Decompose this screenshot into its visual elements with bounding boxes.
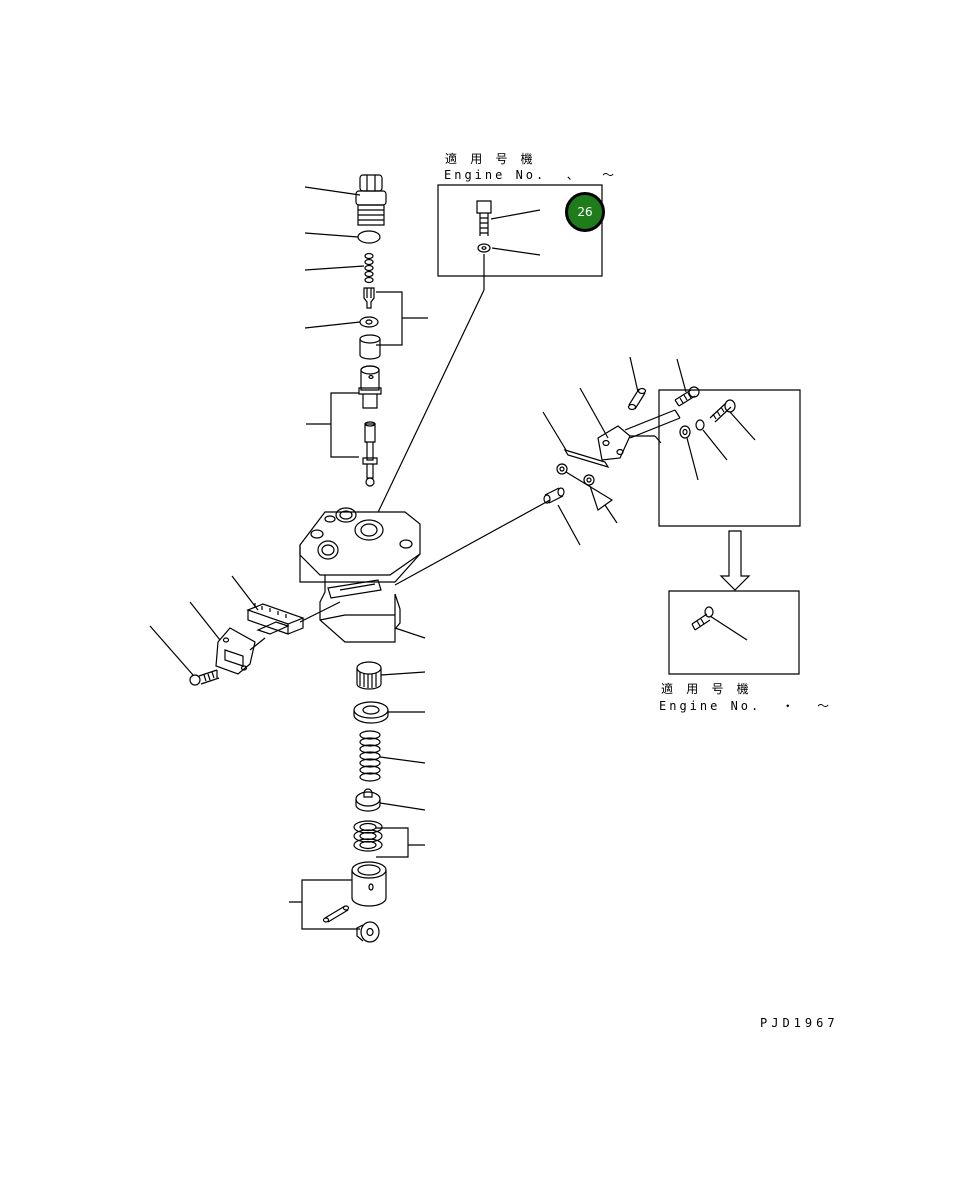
tappet-roller bbox=[357, 922, 379, 942]
down-arrow-icon bbox=[721, 531, 749, 590]
valve-washer bbox=[360, 317, 378, 327]
leader-line bbox=[677, 359, 686, 392]
callout-badge: 26 bbox=[565, 192, 605, 232]
small-nut bbox=[557, 464, 567, 474]
lower-spring-seat bbox=[356, 789, 380, 811]
leader-line bbox=[372, 290, 484, 525]
pump-housing bbox=[300, 508, 420, 642]
group-bracket bbox=[566, 472, 617, 523]
delivery-valve bbox=[364, 288, 374, 308]
leader-line bbox=[395, 500, 550, 585]
leader-line bbox=[305, 187, 360, 195]
group-bracket bbox=[376, 828, 425, 857]
control-rack bbox=[248, 603, 303, 634]
tappet-pin bbox=[324, 906, 349, 922]
plunger-barrel bbox=[359, 366, 381, 408]
leader-line bbox=[305, 266, 364, 270]
leader-line bbox=[687, 438, 698, 480]
leader-line bbox=[703, 430, 727, 460]
leader-line bbox=[250, 638, 265, 650]
leader-line bbox=[491, 210, 540, 219]
top-inset bbox=[438, 185, 602, 276]
leader-line bbox=[305, 322, 360, 328]
bottom-inset-label-line1: 適 用 号 機 bbox=[661, 682, 752, 696]
tappet bbox=[352, 862, 386, 906]
guide-pin bbox=[544, 488, 564, 503]
leader-line bbox=[380, 803, 425, 810]
right-assembly bbox=[543, 357, 800, 674]
top-inset-label-line2: Engine No. 、 ～ bbox=[444, 168, 618, 182]
lever-bolt bbox=[675, 387, 699, 406]
upper-spring-seat bbox=[354, 702, 388, 723]
bottom-inset-frame bbox=[669, 591, 799, 674]
valve-seat bbox=[360, 335, 380, 359]
seal-strip bbox=[565, 450, 608, 467]
leader-line bbox=[190, 602, 220, 640]
bottom-inset-label-line2: Engine No. ・ ～ bbox=[659, 699, 833, 713]
leader-line bbox=[730, 412, 755, 440]
delivery-valve-holder bbox=[356, 175, 386, 225]
leader-line bbox=[710, 616, 747, 640]
leader-line bbox=[395, 628, 425, 638]
group-bracket bbox=[289, 880, 360, 929]
group-bracket bbox=[376, 292, 428, 345]
leader-line bbox=[305, 233, 358, 237]
leader-line bbox=[492, 248, 540, 255]
stud-pin bbox=[629, 389, 646, 410]
group-bracket bbox=[306, 393, 359, 457]
small-nut bbox=[584, 475, 594, 485]
leader-line bbox=[630, 357, 638, 392]
leader-line bbox=[543, 412, 566, 450]
inset-bolt-part bbox=[477, 201, 491, 236]
rack-cover-plate bbox=[216, 628, 255, 674]
small-spring bbox=[365, 254, 373, 283]
adjust-washer bbox=[696, 420, 704, 430]
plunger bbox=[363, 422, 377, 486]
leader-line bbox=[580, 388, 608, 438]
leader-line bbox=[232, 576, 258, 610]
lever-arm bbox=[598, 410, 680, 460]
leader-line bbox=[381, 672, 425, 675]
shim-set bbox=[354, 821, 382, 851]
leader-line bbox=[300, 602, 340, 622]
plunger-spring bbox=[360, 731, 380, 781]
leader-line bbox=[150, 626, 193, 675]
inset-bolt-part-2 bbox=[692, 607, 713, 630]
cover-screw bbox=[190, 670, 219, 685]
adjust-screw bbox=[710, 400, 735, 422]
right-group-frame bbox=[659, 390, 800, 526]
inset-washer-part bbox=[478, 244, 490, 252]
leader-line bbox=[380, 757, 425, 763]
o-ring bbox=[358, 231, 380, 243]
adjust-washer bbox=[680, 426, 690, 438]
top-inset-frame bbox=[438, 185, 602, 276]
leader-line bbox=[558, 505, 580, 545]
leader-line bbox=[655, 436, 661, 443]
top-inset-label-line1: 適 用 号 機 bbox=[445, 152, 536, 166]
drawing-code: PJD1967 bbox=[760, 1016, 839, 1030]
control-sleeve bbox=[357, 662, 381, 689]
